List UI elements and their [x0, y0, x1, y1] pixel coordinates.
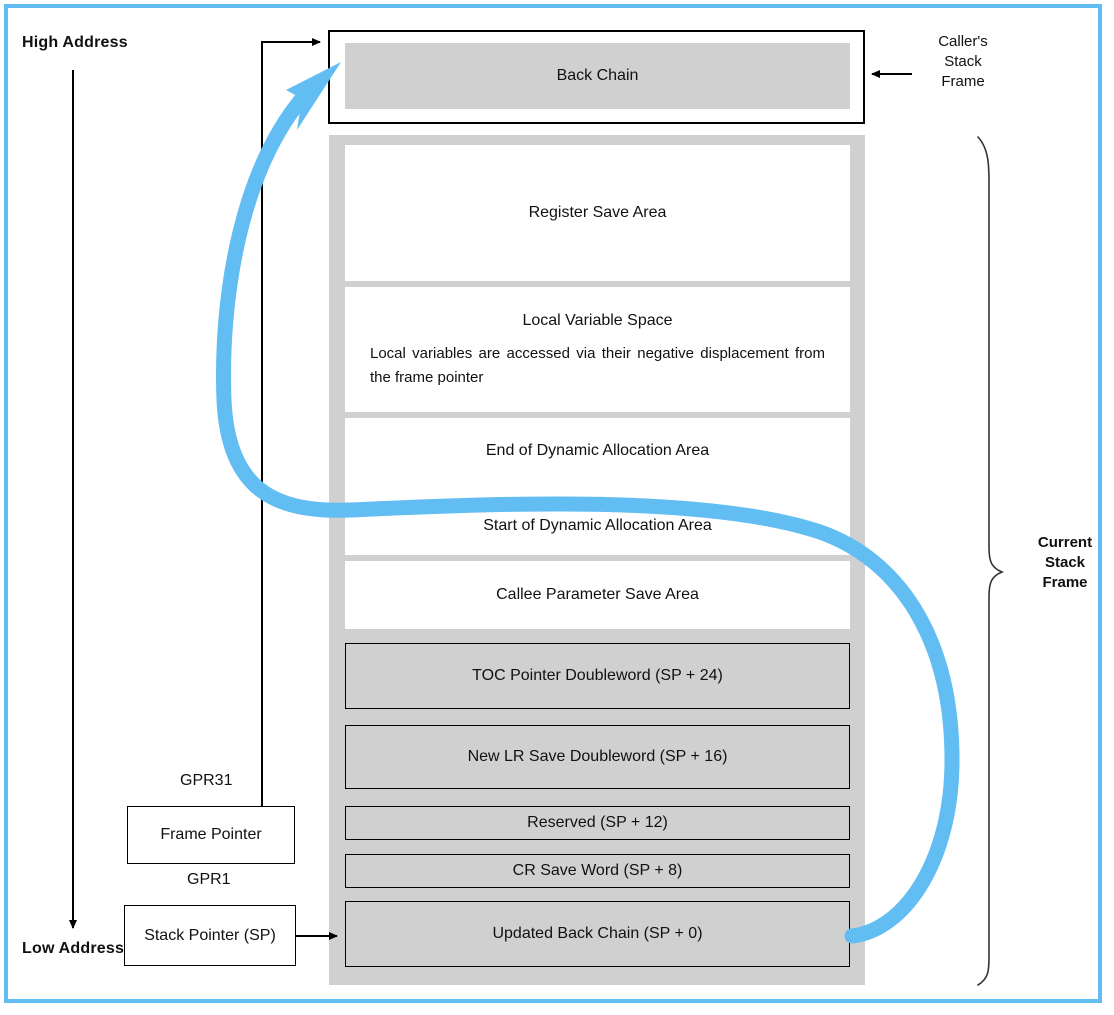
callers-annotation-line-1: Caller's [938, 33, 988, 50]
cell-reserved: Reserved (SP + 12) [345, 806, 850, 840]
cell-dynamic-allocation-start-label: Start of Dynamic Allocation Area [483, 516, 712, 534]
stack-pointer-box: Stack Pointer (SP) [124, 905, 296, 966]
callers-annotation-line-2: Stack [944, 52, 982, 70]
cell-cr-save-word-label: CR Save Word (SP + 8) [512, 861, 683, 879]
gpr31-label: GPR31 [180, 772, 233, 789]
cell-dynamic-allocation-area: End of Dynamic Allocation Area Start of … [345, 418, 850, 555]
cell-dynamic-allocation-end-label: End of Dynamic Allocation Area [485, 442, 710, 459]
current-annotation-line-3: Frame [1042, 573, 1088, 591]
current-annotation-line-2: Stack [1044, 553, 1086, 571]
cell-updated-back-chain: Updated Back Chain (SP + 0) [345, 901, 850, 967]
gpr1-label: GPR1 [187, 871, 231, 888]
diagram-outer-border [4, 4, 1102, 1003]
callers-annotation-line-3: Frame [941, 72, 985, 90]
cell-callee-parameter-save-area: Callee Parameter Save Area [345, 561, 850, 629]
low-address-label: Low Address [22, 940, 125, 957]
cell-local-variable-space-body: Local variables are accessed via their n… [370, 345, 825, 386]
current-stack-frame-container: Register Save Area Local Variable Space … [329, 135, 865, 985]
cell-register-save-area-label: Register Save Area [528, 203, 667, 221]
cell-toc-pointer-doubleword: TOC Pointer Doubleword (SP + 24) [345, 643, 850, 709]
cell-local-variable-space: Local Variable Space Local variables are… [345, 287, 850, 412]
high-address-label: High Address [22, 34, 128, 51]
cell-cr-save-word: CR Save Word (SP + 8) [345, 854, 850, 888]
cell-local-variable-space-label: Local Variable Space [522, 312, 673, 330]
cell-callee-parameter-save-area-label: Callee Parameter Save Area [496, 585, 699, 603]
current-annotation-line-1: Current [1037, 534, 1093, 551]
cell-new-lr-save-doubleword-label: New LR Save Doubleword (SP + 16) [467, 747, 728, 765]
cell-back-chain: Back Chain [345, 43, 850, 109]
cell-new-lr-save-doubleword: New LR Save Doubleword (SP + 16) [345, 725, 850, 789]
frame-pointer-box: Frame Pointer [127, 806, 295, 864]
cell-register-save-area: Register Save Area [345, 145, 850, 281]
cell-reserved-label: Reserved (SP + 12) [527, 813, 668, 831]
cell-toc-pointer-doubleword-label: TOC Pointer Doubleword (SP + 24) [472, 666, 723, 684]
cell-updated-back-chain-label: Updated Back Chain (SP + 0) [492, 924, 703, 942]
